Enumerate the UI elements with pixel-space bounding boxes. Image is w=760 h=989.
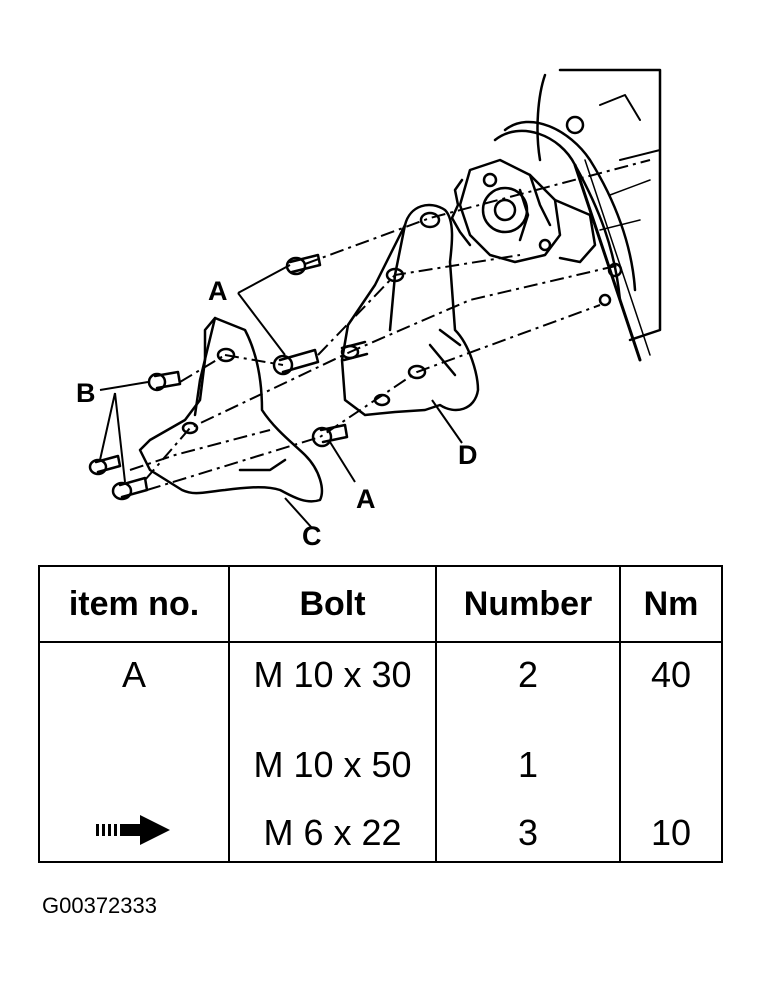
table-header-row: item no. Bolt Number Nm	[38, 565, 723, 643]
item-column: A	[38, 641, 230, 863]
number-row-3: 3	[517, 812, 539, 853]
nm-row-3: 10	[650, 812, 692, 853]
bolt-torque-table: item no. Bolt Number Nm A	[38, 565, 723, 863]
header-bolt: Bolt	[228, 565, 437, 643]
item-a: A	[121, 654, 146, 695]
bracket-c-drawing	[138, 316, 324, 503]
bolt-row-3: M 6 x 22	[263, 812, 402, 853]
callout-a-bottom: A	[356, 484, 376, 514]
number-row-1: 2	[517, 654, 539, 695]
exploded-assembly-diagram: A B C D A	[76, 68, 662, 551]
number-row-2: 1	[517, 744, 539, 785]
alignment-lines	[129, 159, 651, 491]
arrow-right-icon	[96, 815, 170, 845]
bolt-column: M 10 x 30 M 10 x 50 M 6 x 22	[228, 641, 437, 863]
bolts-drawing	[88, 253, 369, 501]
header-nm: Nm	[619, 565, 723, 643]
callout-c: C	[302, 521, 322, 551]
header-number: Number	[435, 565, 621, 643]
nm-row-1: 40	[650, 654, 692, 695]
table-body-row: A M 10 x 30 M 10 x 50 M 6 x 22	[38, 641, 723, 863]
callout-d: D	[458, 440, 478, 470]
header-item-no: item no.	[38, 565, 230, 643]
bolt-row-1: M 10 x 30	[253, 654, 412, 695]
callout-leaders	[99, 264, 463, 529]
bolt-row-2: M 10 x 50	[253, 744, 412, 785]
engine-block-drawing	[493, 68, 662, 362]
number-column: 2 1 3	[435, 641, 621, 863]
callout-b: B	[76, 378, 96, 408]
callout-a-top: A	[208, 276, 228, 306]
item-arrow	[40, 813, 228, 855]
pump-unit-drawing	[450, 158, 597, 264]
figure-code: G00372333	[42, 893, 157, 918]
nm-column: 40 10	[619, 641, 723, 863]
